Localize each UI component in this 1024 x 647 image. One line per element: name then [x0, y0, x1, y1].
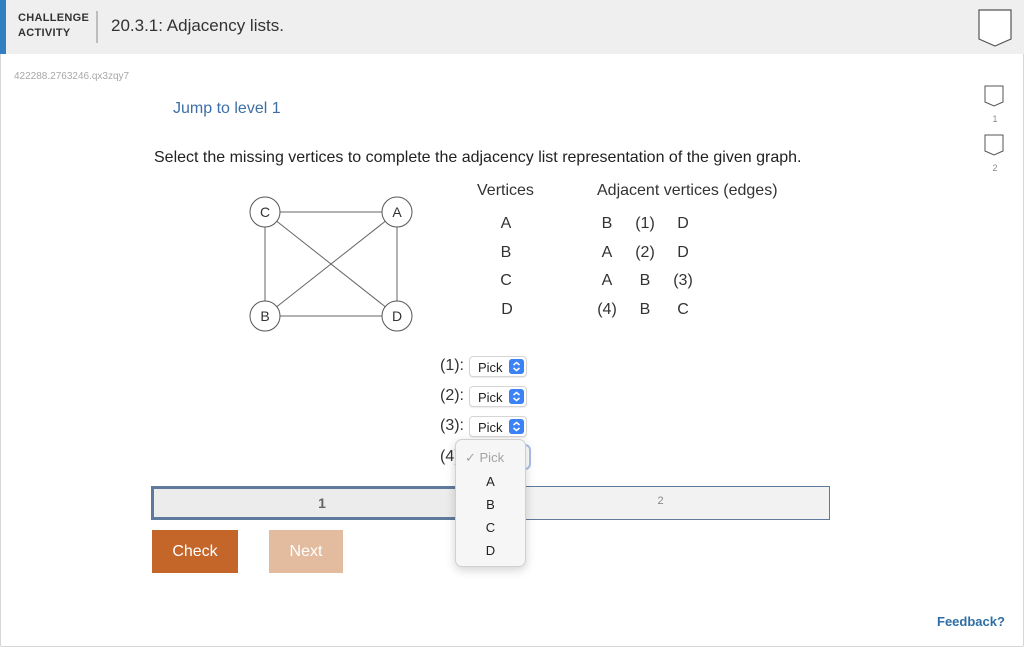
pick-label: (4)	[440, 448, 460, 465]
graph-node-a: A	[381, 196, 413, 228]
adjacent-header: Adjacent vertices (edges)	[597, 182, 778, 199]
activity-header: CHALLENGE ACTIVITY 20.3.1: Adjacency lis…	[0, 0, 1024, 54]
node-label: A	[392, 204, 402, 220]
completion-bookmark-icon	[978, 9, 1012, 47]
adj-cell: (1)	[635, 215, 655, 232]
vertex-cell: B	[500, 244, 512, 261]
vertex-cell: A	[500, 215, 512, 232]
activity-type-line1: CHALLENGE	[18, 12, 90, 24]
pick-select-4-focus-ring[interactable]	[522, 444, 531, 470]
select-value: Pick	[478, 360, 503, 375]
adj-cell: B	[639, 272, 651, 289]
activity-id: 422288.2763246.qx3zqy7	[14, 71, 130, 82]
select-arrows-icon	[509, 419, 524, 434]
graph-diagram: C A B D	[249, 196, 413, 332]
feedback-link[interactable]: Feedback?	[937, 614, 1005, 629]
progress-segment-1[interactable]: 1	[152, 487, 492, 519]
adj-cell: B	[601, 215, 613, 232]
pick-select-3[interactable]: Pick	[469, 416, 527, 437]
adj-cell: C	[677, 301, 689, 318]
dropdown-option-a[interactable]: A	[486, 474, 495, 489]
level-marker-2[interactable]: 2	[984, 134, 1006, 173]
adj-cell: A	[601, 244, 613, 261]
activity-type-label: CHALLENGE ACTIVITY	[18, 11, 98, 41]
adj-cell: D	[677, 215, 689, 232]
select-arrows-icon	[509, 359, 524, 374]
next-button[interactable]: Next	[269, 530, 343, 573]
level-number: 2	[992, 163, 998, 173]
level-number: 1	[992, 114, 998, 124]
header-divider	[96, 11, 98, 43]
vertices-header: Vertices	[477, 182, 534, 199]
progress-segment-label: 1	[318, 495, 326, 511]
adj-cell: (3)	[673, 272, 693, 289]
adj-cell: D	[677, 244, 689, 261]
question-text: Select the missing vertices to complete …	[154, 149, 802, 166]
pick-label: (1):	[440, 357, 464, 374]
header-accent-bar	[0, 0, 6, 54]
graph-node-c: C	[249, 196, 281, 228]
dropdown-option-pick[interactable]: ✓ Pick	[465, 450, 505, 465]
dropdown-option-d[interactable]: D	[485, 543, 496, 558]
dropdown-option-b[interactable]: B	[486, 497, 495, 512]
level-marker-1[interactable]: 1	[984, 85, 1006, 124]
pick-select-4-dropdown[interactable]: ✓ Pick A B C D	[455, 439, 526, 567]
pick-label: (2):	[440, 387, 464, 404]
adj-cell: A	[601, 272, 613, 289]
level-bookmark-icon	[984, 134, 1004, 156]
pick-select-2[interactable]: Pick	[469, 386, 527, 407]
level-bookmark-icon	[984, 85, 1004, 107]
dropdown-option-c[interactable]: C	[485, 520, 496, 535]
graph-edges	[264, 211, 398, 317]
select-arrows-icon	[509, 389, 524, 404]
pick-label: (3):	[440, 417, 464, 434]
node-label: C	[260, 204, 270, 220]
jump-to-level-link[interactable]: Jump to level 1	[173, 100, 281, 117]
node-label: B	[260, 308, 269, 324]
vertex-cell: C	[500, 272, 512, 289]
activity-title: 20.3.1: Adjacency lists.	[111, 16, 284, 35]
graph-node-d: D	[381, 300, 413, 332]
vertex-cell: D	[501, 301, 513, 318]
progress-segment-label: 2	[657, 495, 664, 507]
pick-select-1[interactable]: Pick	[469, 356, 527, 377]
adj-cell: (4)	[597, 301, 617, 318]
adj-cell: B	[639, 301, 651, 318]
graph-node-b: B	[249, 300, 281, 332]
node-label: D	[392, 308, 402, 324]
select-value: Pick	[478, 420, 503, 435]
progress-segment-2[interactable]: 2	[492, 487, 829, 519]
check-button[interactable]: Check	[152, 530, 238, 573]
adj-cell: (2)	[635, 244, 655, 261]
select-value: Pick	[478, 390, 503, 405]
activity-type-line2: ACTIVITY	[18, 27, 71, 39]
edge-a-b	[264, 211, 398, 317]
